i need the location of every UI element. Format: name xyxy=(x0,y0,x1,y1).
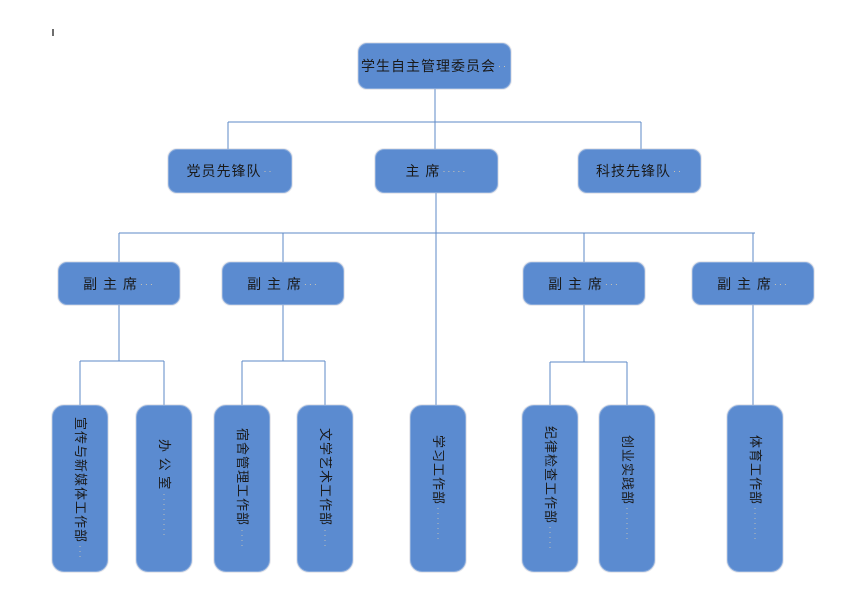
formatting-marks: ··· xyxy=(773,278,789,289)
formatting-marks: ······· xyxy=(750,507,761,542)
formatting-marks: ········· xyxy=(159,492,170,538)
node-label: 办 公 室 xyxy=(156,439,172,491)
org-node-literature-art-dept[interactable]: 文学艺术工作部 ···· xyxy=(297,405,353,572)
node-label: 副 主 席 xyxy=(717,275,772,292)
formatting-marks: ··· xyxy=(139,278,155,289)
org-node-vice-chairman-3[interactable]: 副 主 席 ··· xyxy=(523,262,645,305)
connector-root-to-level2 xyxy=(227,89,642,149)
formatting-marks: ·· xyxy=(498,61,508,71)
org-node-study-dept[interactable]: 学习工作部 ······· xyxy=(410,405,466,572)
org-node-vice-chairman-1[interactable]: 副 主 席 ··· xyxy=(58,262,180,305)
org-node-publicity-newmedia-dept[interactable]: 宣传与新媒体工作部 ··· xyxy=(52,405,108,572)
node-label: 文学艺术工作部 xyxy=(317,428,333,527)
formatting-marks: ··· xyxy=(604,278,620,289)
formatting-marks: ····· xyxy=(545,526,556,551)
org-node-party-vanguard[interactable]: 党员先锋队 ·· xyxy=(168,149,292,193)
node-label: 学生自主管理委员会 xyxy=(361,58,496,74)
connector-vice2-to-depts xyxy=(241,305,326,405)
node-label: 体育工作部 xyxy=(747,435,763,506)
node-label: 副 主 席 xyxy=(83,275,138,292)
node-label: 宣传与新媒体工作部 xyxy=(72,416,88,543)
formatting-marks: ··· xyxy=(303,278,319,289)
org-node-student-committee[interactable]: 学生自主管理委员会 ·· xyxy=(358,43,511,89)
org-node-office[interactable]: 办 公 室 ········· xyxy=(136,405,192,572)
formatting-marks: ··· xyxy=(75,545,86,560)
cursor-mark xyxy=(52,29,54,36)
node-label: 创业实践部 xyxy=(619,435,635,506)
org-node-discipline-inspection-dept[interactable]: 纪律检查工作部 ····· xyxy=(522,405,578,572)
org-node-vice-chairman-4[interactable]: 副 主 席 ··· xyxy=(692,262,814,305)
org-node-dorm-management-dept[interactable]: 宿舍管理工作部 ···· xyxy=(214,405,270,572)
connector-vice1-to-depts xyxy=(79,305,165,405)
formatting-marks: ···· xyxy=(237,528,248,549)
org-node-chairman[interactable]: 主 席 ····· xyxy=(375,149,498,193)
formatting-marks: ·· xyxy=(673,166,683,176)
node-label: 学习工作部 xyxy=(430,435,446,506)
node-label: 宿舍管理工作部 xyxy=(234,428,250,527)
connector-chairman-to-level3 xyxy=(118,193,755,405)
org-node-entrepreneurship-practice-dept[interactable]: 创业实践部 ······· xyxy=(599,405,655,572)
formatting-marks: ···· xyxy=(320,528,331,549)
node-label: 主 席 xyxy=(405,163,441,179)
org-node-sports-dept[interactable]: 体育工作部 ······· xyxy=(727,405,783,572)
node-label: 科技先锋队 xyxy=(596,163,671,179)
node-label: 纪律检查工作部 xyxy=(542,425,558,524)
org-node-tech-vanguard[interactable]: 科技先锋队 ·· xyxy=(578,149,701,193)
org-node-vice-chairman-2[interactable]: 副 主 席 ··· xyxy=(222,262,344,305)
node-label: 副 主 席 xyxy=(548,275,603,292)
formatting-marks: ······· xyxy=(622,507,633,542)
formatting-marks: ····· xyxy=(442,166,468,176)
connector-vice3-to-depts xyxy=(549,305,628,405)
formatting-marks: ······· xyxy=(433,507,444,542)
node-label: 党员先锋队 xyxy=(186,163,262,179)
node-label: 副 主 席 xyxy=(247,275,302,292)
formatting-marks: ·· xyxy=(263,166,274,176)
